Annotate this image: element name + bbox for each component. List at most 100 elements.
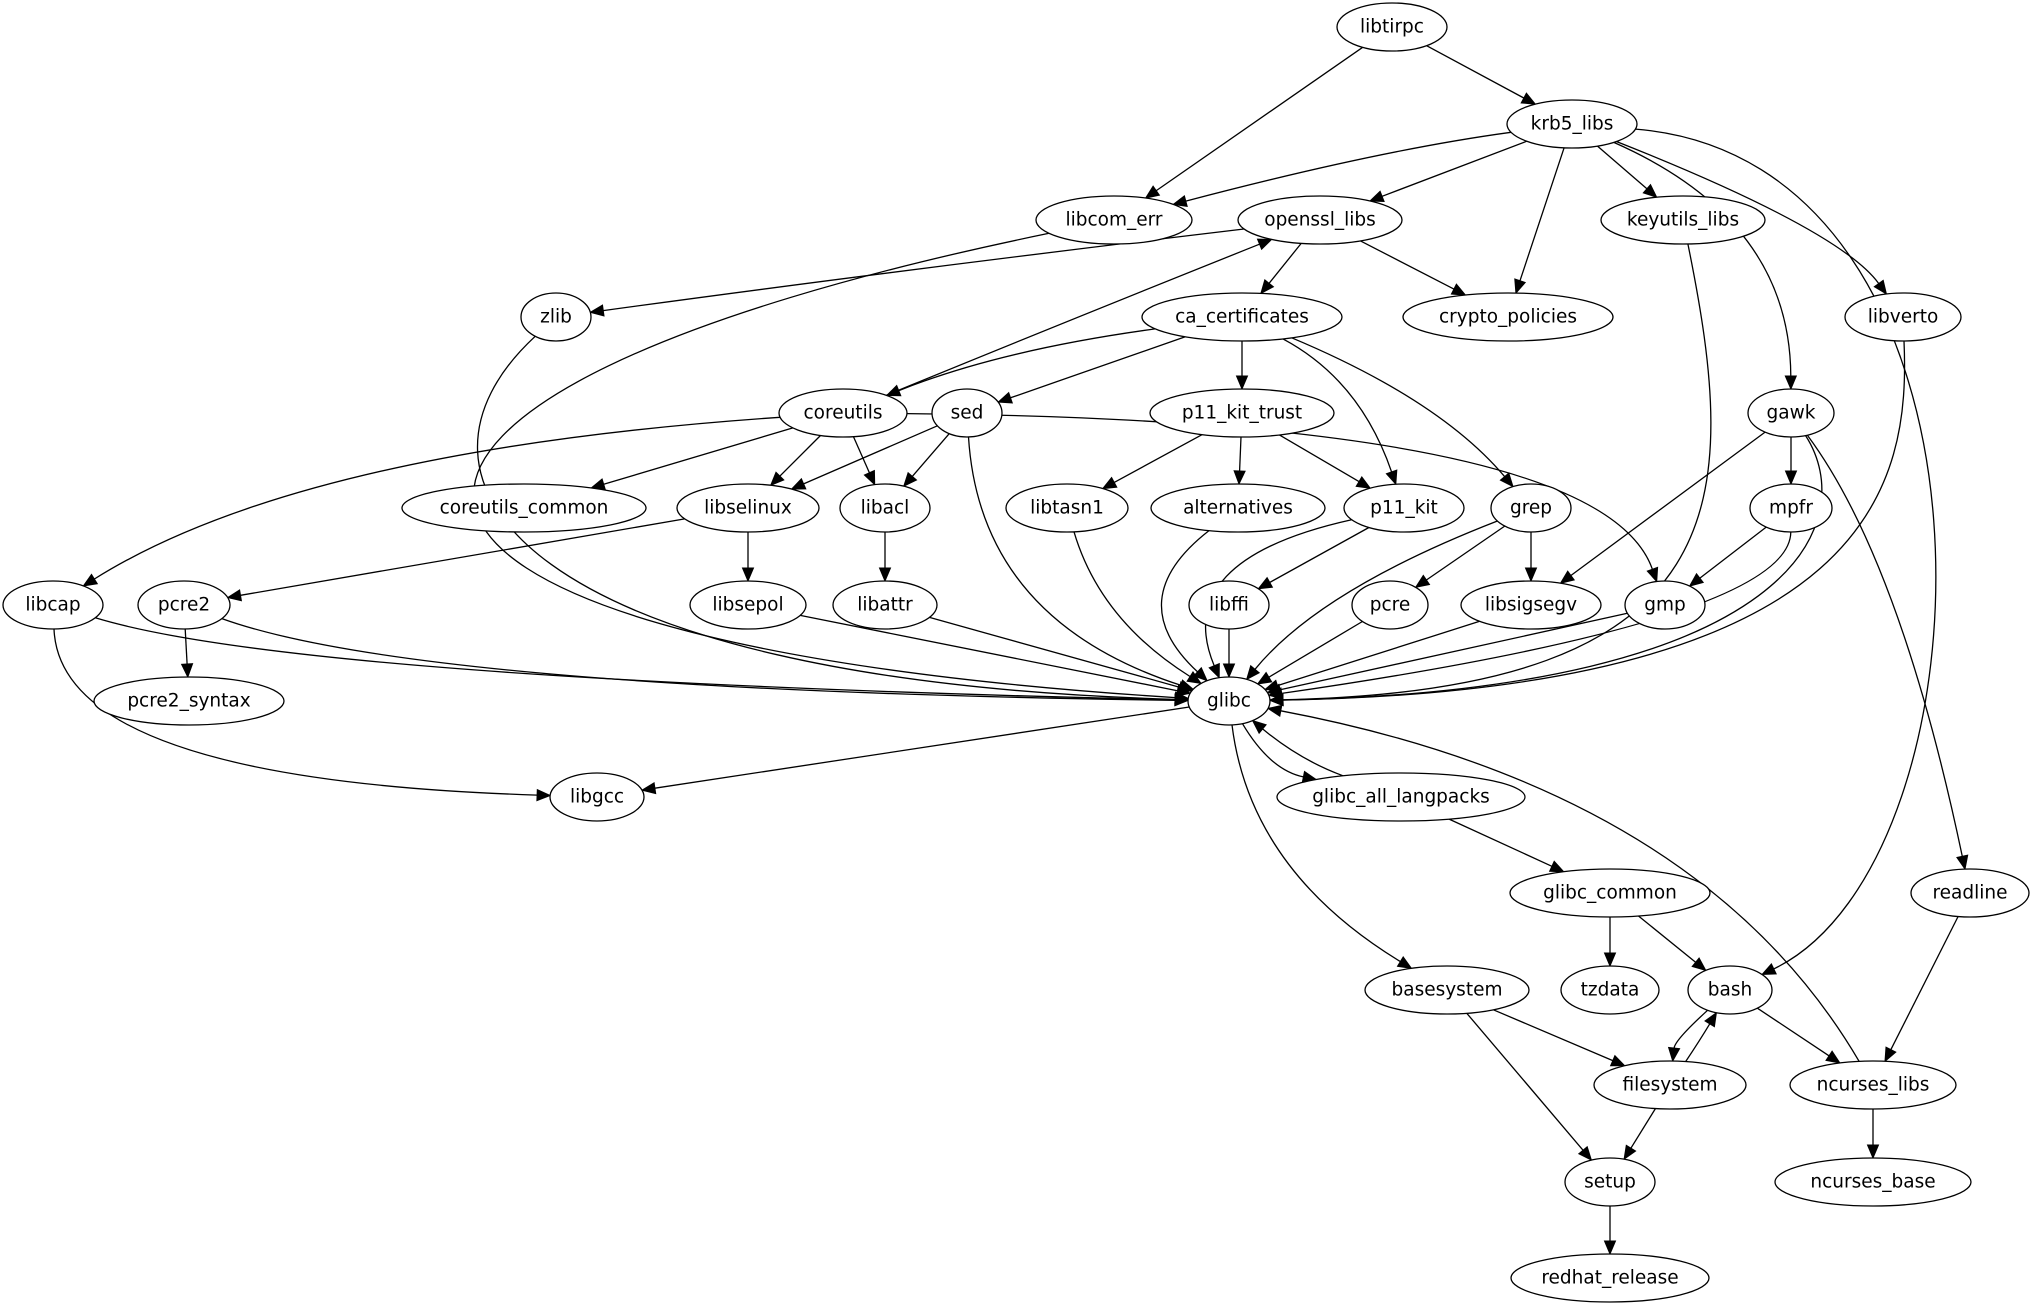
node-libtasn1[interactable]: libtasn1 xyxy=(1005,483,1129,533)
node-redhat_release[interactable]: redhat_release xyxy=(1510,1253,1710,1303)
edge-ca_certificates-to-p11_kit_trust xyxy=(1235,341,1249,391)
node-libverto[interactable]: libverto xyxy=(1844,292,1962,342)
edge-arrowhead xyxy=(1414,574,1431,589)
node-krb5_libs[interactable]: krb5_libs xyxy=(1506,99,1638,149)
node-label: crypto_policies xyxy=(1439,307,1577,328)
node-zlib[interactable]: zlib xyxy=(520,292,592,342)
node-openssl_libs[interactable]: openssl_libs xyxy=(1237,195,1403,245)
edge-krb5_libs-to-openssl_libs xyxy=(1368,140,1528,203)
edge-arrowhead xyxy=(1623,1144,1637,1161)
node-label: coreutils xyxy=(804,403,883,424)
node-ellipse xyxy=(1789,1060,1957,1110)
edge-arrowhead xyxy=(1172,194,1188,208)
node-glibc_common[interactable]: glibc_common xyxy=(1509,868,1711,918)
node-libattr[interactable]: libattr xyxy=(832,580,938,630)
edge-pcre2-to-pcre2_syntax xyxy=(180,628,194,679)
node-ca_certificates[interactable]: ca_certificates xyxy=(1141,292,1343,342)
node-label: bash xyxy=(1708,980,1752,1001)
node-libffi[interactable]: libffi xyxy=(1188,580,1270,630)
edge-arrowhead xyxy=(1559,570,1576,584)
edge-arrowhead xyxy=(902,471,918,488)
edge-line xyxy=(1254,520,1498,670)
edge-libtasn1-to-glibc xyxy=(1073,531,1203,685)
edge-libselinux-to-pcre2 xyxy=(226,518,685,602)
edge-line xyxy=(906,412,1654,570)
edge-p11_kit_trust-to-alternatives xyxy=(1233,436,1246,486)
node-label: setup xyxy=(1584,1172,1636,1193)
edge-bash-to-ncurses_libs xyxy=(1757,1007,1841,1064)
edge-line xyxy=(1238,436,1242,472)
edge-line xyxy=(1279,612,1628,691)
node-libtirpc[interactable]: libtirpc xyxy=(1336,2,1448,52)
edge-grep-to-libsigsegv xyxy=(1524,532,1538,583)
node-label: zlib xyxy=(540,307,572,328)
node-coreutils_common[interactable]: coreutils_common xyxy=(401,483,647,533)
edge-arrowhead xyxy=(1186,670,1203,685)
node-basesystem[interactable]: basesystem xyxy=(1364,965,1530,1015)
node-libselinux[interactable]: libselinux xyxy=(676,483,820,533)
edge-gawk-to-mpfr xyxy=(1784,437,1798,486)
node-ncurses_libs[interactable]: ncurses_libs xyxy=(1789,1060,1957,1110)
node-grep[interactable]: grep xyxy=(1490,483,1572,533)
node-filesystem[interactable]: filesystem xyxy=(1593,1060,1747,1110)
edge-libselinux-to-libsepol xyxy=(741,532,755,583)
node-libsigsegv[interactable]: libsigsegv xyxy=(1460,580,1602,630)
edge-arrowhead xyxy=(226,589,243,602)
node-keyutils_libs[interactable]: keyutils_libs xyxy=(1600,195,1766,245)
edge-arrowhead xyxy=(878,567,892,583)
edge-pcre2-to-glibc xyxy=(221,617,1190,707)
edge-gawk-to-readline xyxy=(1806,434,1969,871)
node-ellipse xyxy=(1364,965,1530,1015)
node-tzdata[interactable]: tzdata xyxy=(1560,965,1660,1015)
node-ellipse xyxy=(1687,965,1773,1015)
node-sed[interactable]: sed xyxy=(931,388,1003,438)
edge-ncurses_libs-to-ncurses_base xyxy=(1866,1109,1880,1160)
node-readline[interactable]: readline xyxy=(1910,868,2030,918)
node-glibc[interactable]: glibc xyxy=(1187,676,1271,726)
node-libcom_err[interactable]: libcom_err xyxy=(1035,195,1193,245)
edge-arrowhead xyxy=(1177,681,1194,694)
node-label: libtirpc xyxy=(1360,17,1424,38)
node-gmp[interactable]: gmp xyxy=(1624,580,1706,630)
edge-bash-to-filesystem xyxy=(1667,1009,1709,1063)
node-label: basesystem xyxy=(1392,980,1503,1001)
node-setup[interactable]: setup xyxy=(1564,1157,1656,1207)
node-crypto_policies[interactable]: crypto_policies xyxy=(1402,292,1614,342)
edge-arrowhead xyxy=(1784,470,1798,486)
node-coreutils[interactable]: coreutils xyxy=(778,388,908,438)
edge-arrowhead xyxy=(1784,375,1798,391)
node-ellipse xyxy=(137,580,231,630)
node-glibc_all_langpacks[interactable]: glibc_all_langpacks xyxy=(1276,772,1526,822)
node-libsepol[interactable]: libsepol xyxy=(689,580,807,630)
node-pcre2_syntax[interactable]: pcre2_syntax xyxy=(93,676,285,726)
node-mpfr[interactable]: mpfr xyxy=(1749,483,1833,533)
node-label: libattr xyxy=(857,595,913,616)
edge-coreutils-to-libselinux xyxy=(769,435,821,487)
edge-line xyxy=(240,518,685,596)
edge-line xyxy=(1685,1023,1711,1062)
node-ellipse xyxy=(1460,580,1602,630)
edge-glibc_common-to-tzdata xyxy=(1603,917,1617,968)
node-pcre[interactable]: pcre xyxy=(1351,580,1429,630)
edge-line xyxy=(1291,337,1506,478)
edge-arrowhead xyxy=(1825,1050,1841,1064)
node-label: krb5_libs xyxy=(1531,114,1614,135)
node-gawk[interactable]: gawk xyxy=(1747,388,1835,438)
node-bash[interactable]: bash xyxy=(1687,965,1773,1015)
edge-arrowhead xyxy=(1257,576,1274,590)
edge-line xyxy=(803,425,938,485)
node-pcre2[interactable]: pcre2 xyxy=(137,580,231,630)
edge-arrowhead xyxy=(1760,963,1777,976)
node-libacl[interactable]: libacl xyxy=(839,483,931,533)
node-p11_kit[interactable]: p11_kit xyxy=(1343,483,1465,533)
node-ellipse xyxy=(1005,483,1129,533)
node-libgcc[interactable]: libgcc xyxy=(549,772,645,822)
edge-line xyxy=(1699,526,1767,579)
node-label: pcre xyxy=(1370,595,1411,616)
node-alternatives[interactable]: alternatives xyxy=(1150,483,1326,533)
node-ncurses_base[interactable]: ncurses_base xyxy=(1774,1157,1972,1207)
node-libcap[interactable]: libcap xyxy=(2,580,104,630)
node-ellipse xyxy=(1187,676,1271,726)
node-p11_kit_trust[interactable]: p11_kit_trust xyxy=(1149,388,1335,438)
node-ellipse xyxy=(676,483,820,533)
